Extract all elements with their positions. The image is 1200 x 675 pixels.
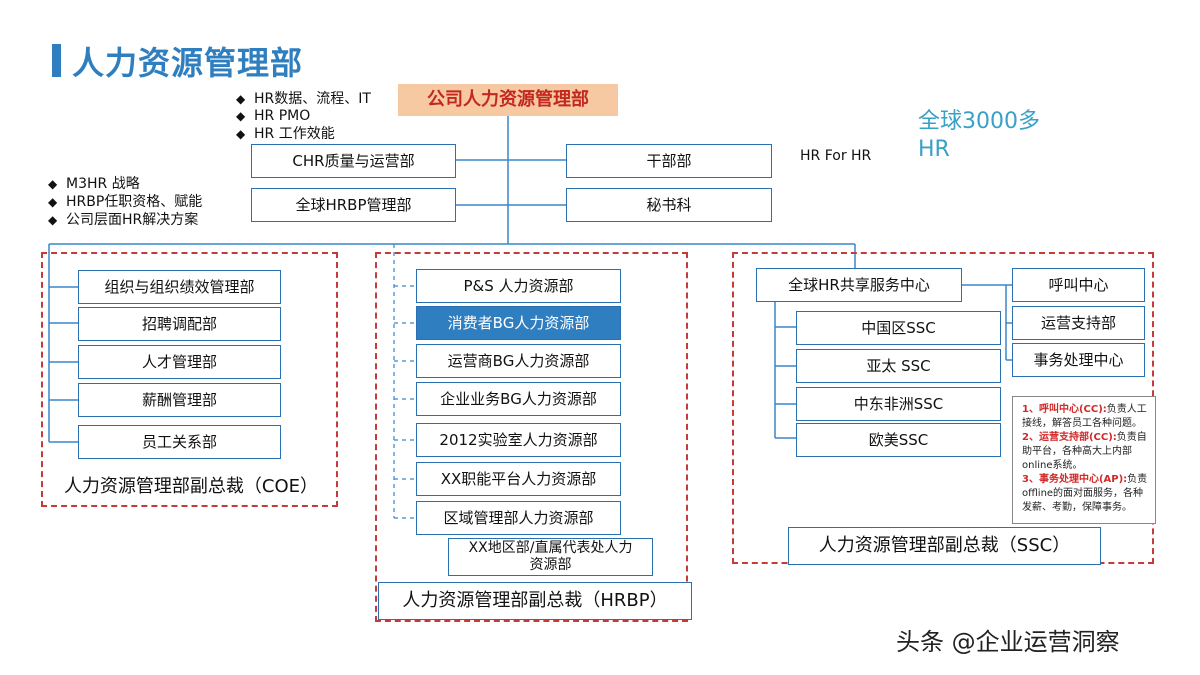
hrbp-dept-functional-platform: XX职能平台人力资源部 bbox=[416, 462, 621, 496]
ssc-description-note: 1、呼叫中心(CC):负责人工接线，解答员工各种问题。 2、运营支持部(CC):… bbox=[1012, 396, 1156, 524]
hrbp-dept-ps: P&S 人力资源部 bbox=[416, 269, 621, 303]
note-item-3: 3、事务处理中心(AP):负责offline的面对面服务，各种发薪、考勤，保障事… bbox=[1022, 474, 1148, 513]
ssc-vp-label: 人力资源管理部副总裁（SSC） bbox=[788, 527, 1101, 565]
coe-dept-employee-relations: 员工关系部 bbox=[78, 425, 281, 459]
ssc-region-euam: 欧美SSC bbox=[796, 423, 1001, 457]
diamond-icon: ◆ bbox=[48, 177, 58, 191]
ssc-func-call-center: 呼叫中心 bbox=[1012, 268, 1145, 302]
coe-dept-recruitment: 招聘调配部 bbox=[78, 307, 281, 341]
staff-box-secretariat: 秘书科 bbox=[566, 188, 772, 222]
diamond-icon: ◆ bbox=[236, 109, 246, 123]
top-bullet-1: ◆HR数据、流程、IT bbox=[236, 91, 371, 107]
note-item-2: 2、运营支持部(CC):负责自助平台，各种高大上内部online系统。 bbox=[1022, 432, 1147, 471]
left-bullet-2: ◆HRBP任职资格、赋能 bbox=[48, 194, 203, 210]
diamond-icon: ◆ bbox=[236, 127, 246, 141]
hrbp-dept-carrier-bg: 运营商BG人力资源部 bbox=[416, 344, 621, 378]
hrbp-dept-2012-lab: 2012实验室人力资源部 bbox=[416, 423, 621, 457]
left-bullet-1: ◆M3HR 战略 bbox=[48, 176, 140, 192]
ssc-region-mea: 中东非洲SSC bbox=[796, 387, 1001, 421]
hrbp-dept-consumer-bg: 消费者BG人力资源部 bbox=[416, 306, 621, 340]
ssc-func-transaction-center: 事务处理中心 bbox=[1012, 343, 1145, 377]
hrbp-dept-regional-office: XX地区部/直属代表处人力资源部 bbox=[448, 538, 653, 576]
hrbp-vp-label: 人力资源管理部副总裁（HRBP） bbox=[378, 582, 692, 620]
top-bullet-2: ◆HR PMO bbox=[236, 108, 311, 124]
hrbp-dept-regional-mgmt: 区域管理部人力资源部 bbox=[416, 501, 621, 535]
diamond-icon: ◆ bbox=[48, 195, 58, 209]
title-accent-bar bbox=[52, 44, 61, 77]
staff-box-cadre: 干部部 bbox=[566, 144, 772, 178]
coe-dept-org-performance: 组织与组织绩效管理部 bbox=[78, 270, 281, 304]
note-item-1: 1、呼叫中心(CC):负责人工接线，解答员工各种问题。 bbox=[1022, 404, 1147, 429]
left-bullet-3: ◆公司层面HR解决方案 bbox=[48, 212, 199, 228]
global-count-label: 全球3000多 HR bbox=[918, 109, 1040, 162]
coe-vp-label: 人力资源管理部副总裁（COE） bbox=[63, 476, 319, 497]
ssc-region-apac: 亚太 SSC bbox=[796, 349, 1001, 383]
top-bullet-3: ◆HR 工作效能 bbox=[236, 126, 335, 142]
ssc-region-china: 中国区SSC bbox=[796, 311, 1001, 345]
coe-dept-compensation: 薪酬管理部 bbox=[78, 383, 281, 417]
diamond-icon: ◆ bbox=[48, 213, 58, 227]
hrbp-group-frame bbox=[375, 252, 688, 622]
ssc-func-ops-support: 运营支持部 bbox=[1012, 306, 1145, 340]
coe-group-frame bbox=[41, 252, 338, 507]
staff-box-chr-quality: CHR质量与运营部 bbox=[251, 144, 456, 178]
staff-box-global-hrbp: 全球HRBP管理部 bbox=[251, 188, 456, 222]
page-title: 人力资源管理部 bbox=[72, 44, 304, 82]
ssc-global-center: 全球HR共享服务中心 bbox=[756, 268, 962, 302]
hrbp-dept-enterprise-bg: 企业业务BG人力资源部 bbox=[416, 382, 621, 416]
top-node-company-hr: 公司人力资源管理部 bbox=[398, 84, 618, 116]
watermark-text: 头条 @企业运营洞察 bbox=[896, 628, 1120, 656]
hr-for-hr-label: HR For HR bbox=[800, 148, 872, 164]
diamond-icon: ◆ bbox=[236, 92, 246, 106]
coe-dept-talent: 人才管理部 bbox=[78, 345, 281, 379]
